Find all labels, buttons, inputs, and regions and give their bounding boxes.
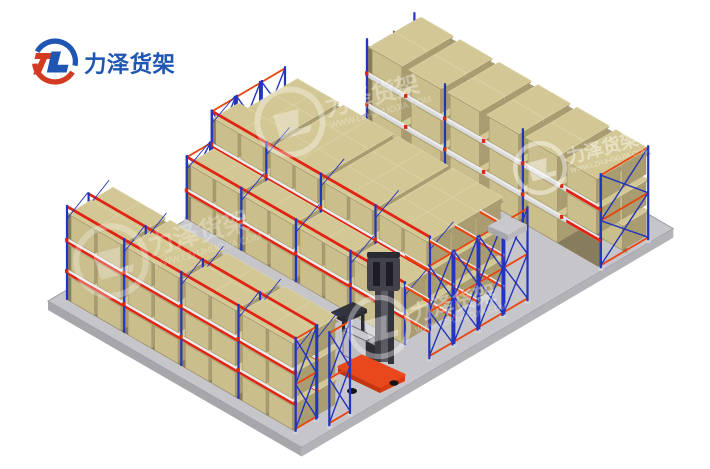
svg-text:力泽货架: 力泽货架 bbox=[84, 51, 175, 77]
